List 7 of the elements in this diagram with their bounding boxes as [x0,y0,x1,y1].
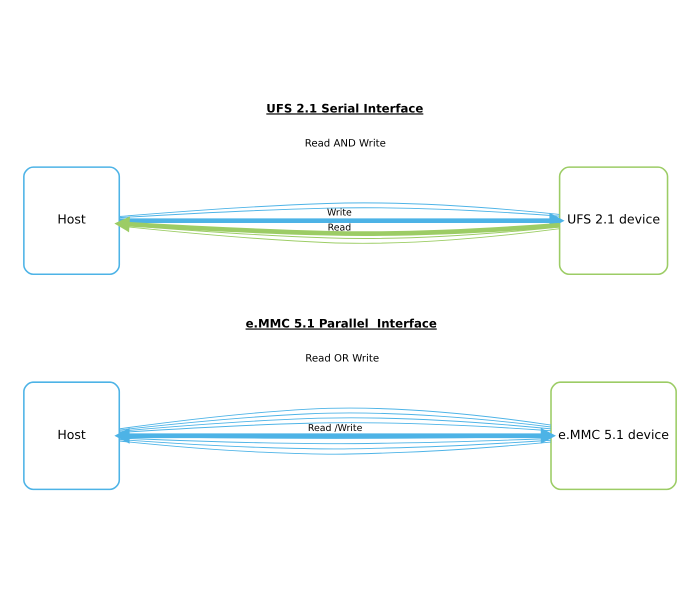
edge-label: Write [327,208,352,219]
label: Read AND Write [304,138,386,150]
label: e.MMC 5.1 Parallel Interface [246,316,437,330]
edge-label: Read [328,222,352,234]
label: Read OR Write [305,353,380,364]
label: UFS 2.1 Serial Interface [266,101,424,116]
edge-label: Read /Write [308,422,362,434]
